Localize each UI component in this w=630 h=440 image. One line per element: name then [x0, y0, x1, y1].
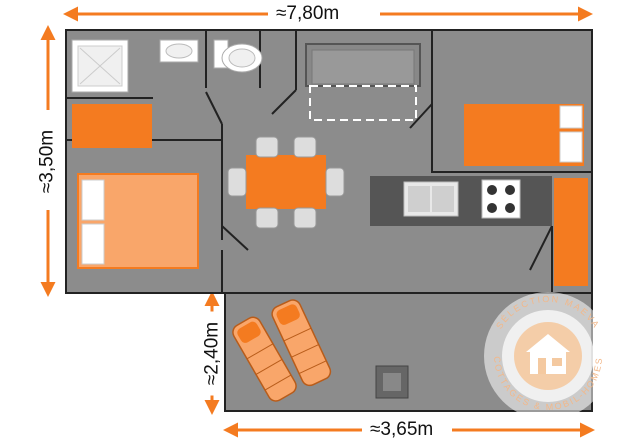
cabinet: [72, 104, 152, 148]
chair-icon: [227, 136, 345, 229]
kitchen-counter: [370, 176, 552, 226]
bed-icon-2: [464, 104, 584, 166]
seal-logo: SÉLECTION MAEVA COTTAGES & MOBIL-HOMES: [484, 292, 612, 420]
terrace-width-label: ≈3,65m: [366, 420, 438, 439]
sun-lounger-icon: [232, 299, 332, 402]
wardrobe: [554, 178, 588, 286]
total-width-label: ≈7,80m: [272, 4, 344, 23]
sofa-icon: [305, 43, 421, 121]
stove-icon: [481, 179, 521, 219]
bed-icon: [77, 173, 199, 269]
terrace-depth-label: ≈2,40m: [202, 311, 223, 396]
sink-icon: [159, 39, 199, 63]
toilet-icon: [213, 39, 263, 73]
terrace-box: [375, 365, 409, 399]
table-icon: [246, 155, 326, 209]
shower-icon: [71, 39, 129, 93]
interior-walls: [66, 30, 592, 293]
total-depth-label: ≈3,50m: [37, 116, 58, 207]
